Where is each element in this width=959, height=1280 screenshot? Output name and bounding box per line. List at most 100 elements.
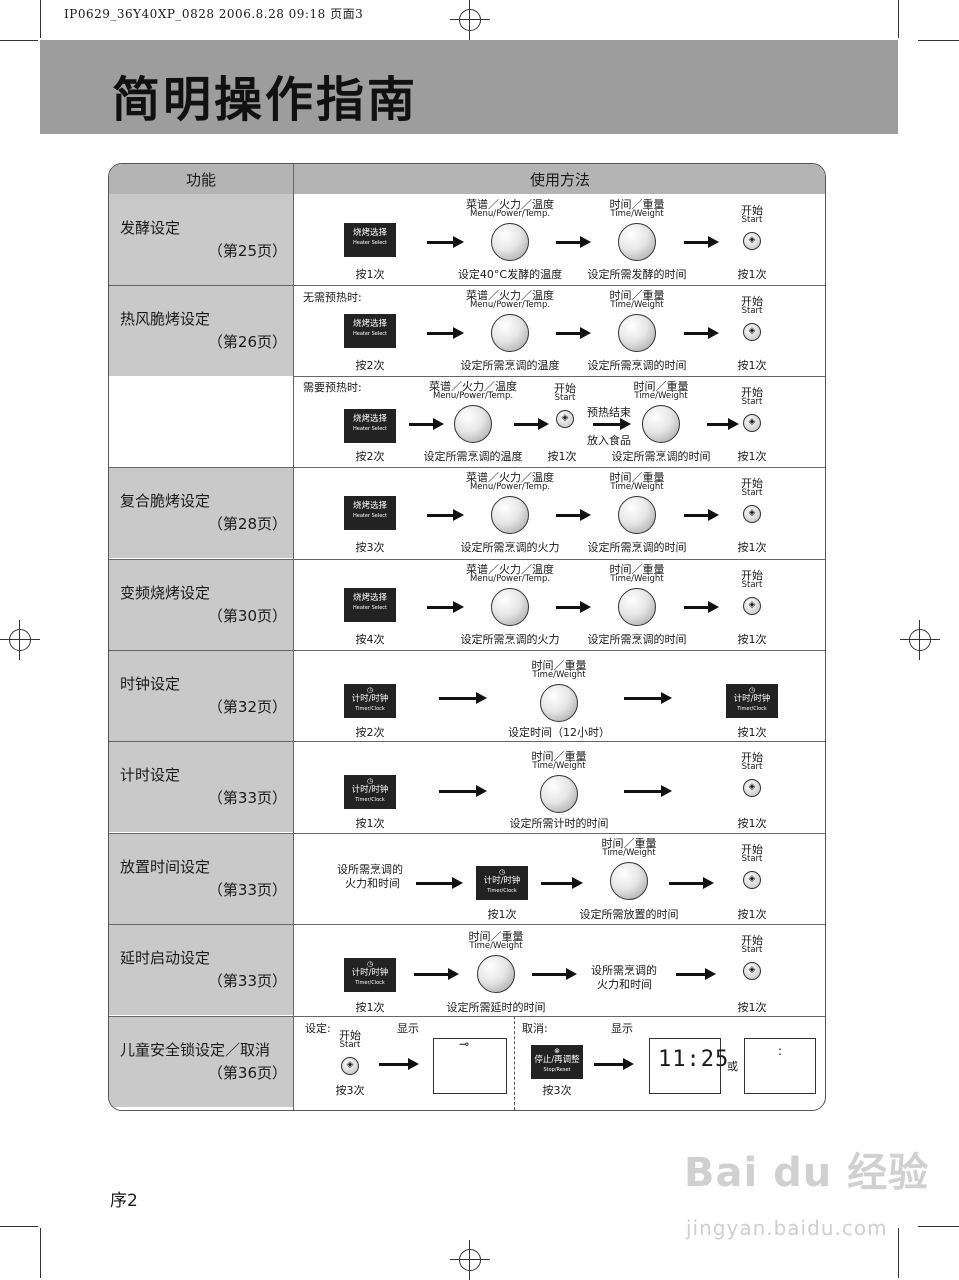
dial-knob[interactable] (540, 775, 578, 813)
function-name: 计时设定 (120, 766, 181, 784)
start-button[interactable]: ◈ (743, 779, 761, 797)
function-name: 儿童安全锁设定／取消 (120, 1041, 271, 1059)
crop-mark (918, 40, 959, 41)
start-label: 开始 (741, 843, 763, 856)
row-divider (109, 650, 825, 651)
arrow-icon (593, 418, 631, 430)
crop-mark (0, 1226, 38, 1227)
arrow-icon (514, 418, 549, 430)
start-button[interactable]: ◈ (743, 505, 761, 523)
start-label: 开始 (741, 934, 763, 947)
start-button[interactable]: ◈ (743, 871, 761, 889)
timer-clock-label-en: Timer/Clock (355, 980, 385, 986)
dial-label: 菜谱／火力／温度 (466, 471, 554, 484)
display-label: 显示 (611, 1022, 633, 1035)
heater-select-label-en: Heater Select (352, 240, 387, 246)
lcd-display-time: 11:25 (649, 1038, 728, 1094)
start-button[interactable]: ◈ (743, 597, 761, 615)
row-text: 火力和时间 (597, 978, 652, 991)
function-cell-7: 放置时间设定（第33页） (109, 833, 293, 924)
print-header: IP0629_36Y40XP_0828 2006.8.28 09:18 页面3 (64, 7, 364, 21)
sub-row-divider (293, 376, 825, 377)
row-note: 需要预热时: (303, 381, 362, 394)
arrow-icon (409, 418, 444, 430)
start-button[interactable]: ◈ (556, 410, 574, 428)
english-label: Start (741, 215, 763, 225)
step-label: 按3次 (335, 1084, 365, 1097)
english-label: Menu/Power/Temp. (469, 482, 551, 492)
row-divider (109, 741, 825, 742)
dial-knob[interactable] (491, 588, 529, 626)
dial-label: 菜谱／火力／温度 (429, 380, 517, 393)
step-label: 设定所需烹调的温度 (460, 359, 560, 372)
step-label: 按2次 (355, 726, 385, 739)
heater-select-label: 烧烤选择 (352, 228, 387, 238)
clock-icon: ◷ (366, 686, 374, 694)
timer-clock-label-en: Timer/Clock (737, 706, 767, 712)
page-reference: （第32页） (207, 698, 287, 716)
dial-knob[interactable] (618, 588, 656, 626)
dial-knob[interactable] (618, 314, 656, 352)
dial-label: 时间／重量 (531, 659, 587, 672)
page-reference: （第28页） (207, 515, 287, 533)
row-note: 无需预热时: (303, 291, 362, 304)
step-label: 按2次 (355, 450, 385, 463)
function-name: 发酵设定 (120, 219, 181, 237)
start-label: 开始 (554, 382, 576, 395)
dial-label: 时间／重量 (609, 471, 665, 484)
row-text: 设所需烹调的 (337, 863, 403, 876)
dial-knob[interactable] (618, 496, 656, 534)
dial-knob[interactable] (491, 223, 529, 261)
title-band (40, 40, 898, 134)
function-cell-5: 时钟设定（第32页） (109, 650, 293, 741)
dial-knob[interactable] (491, 496, 529, 534)
start-button[interactable]: ◈ (743, 962, 761, 980)
timer-clock-label: 计时/时钟 (351, 694, 389, 704)
dial-label: 菜谱／火力／温度 (466, 289, 554, 302)
step-label: 设定所需烹调的时间 (611, 450, 711, 463)
heater-select-label-en: Heater Select (352, 513, 387, 519)
page-reference: （第33页） (207, 789, 287, 807)
function-name: 放置时间设定 (120, 858, 211, 876)
dial-knob[interactable] (540, 684, 578, 722)
step-label: 按2次 (355, 359, 385, 372)
start-label: 开始 (741, 569, 763, 582)
heater-select-button[interactable]: 烧烤选择 Heater Select (344, 223, 396, 257)
function-cell-3: 复合脆烤设定（第28页） (109, 467, 293, 558)
dial-knob[interactable] (642, 405, 680, 443)
column-header-usage: 使用方法 (293, 164, 825, 194)
dial-knob[interactable] (477, 955, 515, 993)
arrow-icon (556, 327, 591, 339)
step-label: 设定所需放置的时间 (579, 908, 679, 921)
start-button[interactable]: ◈ (743, 323, 761, 341)
start-button[interactable]: ◈ (743, 232, 761, 250)
start-button[interactable]: ◈ (743, 414, 761, 432)
step-label: 设定所需烹调的火力 (460, 541, 560, 554)
page-reference: （第30页） (207, 607, 287, 625)
start-label: 开始 (339, 1029, 361, 1042)
arrow-icon (439, 692, 487, 704)
dial-knob[interactable] (610, 862, 648, 900)
start-button[interactable]: ◈ (341, 1057, 359, 1075)
dial-knob[interactable] (618, 223, 656, 261)
english-label: Time/Weight (610, 300, 664, 310)
english-label: Time/Weight (532, 761, 586, 771)
step-label: 设定40°C发酵的温度 (457, 268, 563, 281)
step-label: 按1次 (355, 268, 385, 281)
dial-knob[interactable] (491, 314, 529, 352)
clock-icon: ◷ (748, 686, 756, 694)
clock-icon: ◷ (498, 868, 506, 876)
timer-clock-label: 计时/时钟 (351, 968, 389, 978)
dial-knob[interactable] (454, 405, 492, 443)
arrow-icon (427, 236, 464, 248)
